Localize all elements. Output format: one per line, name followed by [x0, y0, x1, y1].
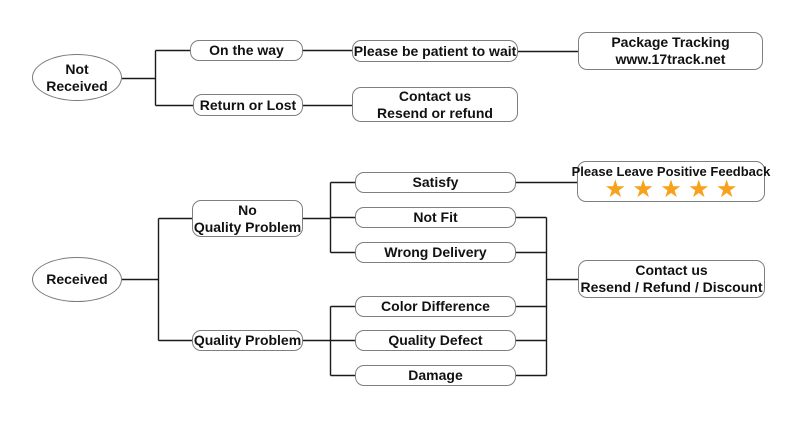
node-no-quality-problem: No Quality Problem: [192, 200, 303, 237]
node-received: Received: [32, 257, 122, 302]
node-label: Wrong Delivery: [384, 244, 487, 260]
five-star-rating: ★★★★★: [597, 177, 746, 201]
star-icon: ★: [717, 177, 746, 201]
node-damage: Damage: [355, 365, 516, 386]
node-label: Return or Lost: [199, 96, 297, 113]
node-label: Quality Problem: [193, 332, 302, 348]
node-label: On the way: [209, 42, 284, 58]
node-label: Damage: [408, 367, 463, 383]
node-wrong-delivery: Wrong Delivery: [355, 242, 516, 263]
node-label: Contact us: [635, 262, 708, 278]
node-label: Quality Problem: [193, 218, 302, 235]
node-label: Satisfy: [412, 174, 459, 190]
node-label: Please Leave Positive Feedback: [571, 163, 771, 179]
star-icon: ★: [633, 177, 662, 201]
node-label: Received: [46, 77, 108, 94]
node-label: Received: [46, 271, 108, 287]
node-label: Resend or refund: [377, 104, 493, 121]
node-positive-feedback: Please Leave Positive Feedback ★★★★★: [572, 161, 770, 202]
node-not-received: Not Received: [32, 54, 122, 101]
node-label: No: [238, 201, 257, 218]
node-on-the-way: On the way: [190, 40, 303, 61]
node-label: Resend / Refund / Discount: [580, 279, 763, 295]
node-label: Color Difference: [381, 298, 490, 314]
node-color-difference: Color Difference: [355, 296, 516, 317]
node-contact-us-resend-refund-discount: Contact us Resend / Refund / Discount: [578, 260, 765, 298]
tracking-url: www.17track.net: [615, 51, 726, 67]
node-label: Not: [65, 60, 89, 77]
star-icon: ★: [661, 177, 690, 201]
node-please-be-patient: Please be patient to wait: [352, 40, 518, 62]
node-contact-us-resend-refund: Contact us Resend or refund: [352, 87, 518, 122]
node-package-tracking: Package Tracking www.17track.net: [578, 32, 763, 70]
node-label: Package Tracking: [611, 34, 730, 50]
node-label: Quality Defect: [388, 332, 483, 348]
star-icon: ★: [605, 177, 634, 201]
node-label: Not Fit: [413, 209, 458, 225]
node-satisfy: Satisfy: [355, 172, 516, 193]
node-return-or-lost: Return or Lost: [193, 94, 303, 116]
node-not-fit: Not Fit: [355, 207, 516, 228]
star-icon: ★: [689, 177, 718, 201]
node-quality-defect: Quality Defect: [355, 330, 516, 351]
node-label: Contact us: [398, 87, 472, 104]
node-quality-problem: Quality Problem: [192, 330, 303, 351]
node-label: Please be patient to wait: [353, 42, 517, 59]
